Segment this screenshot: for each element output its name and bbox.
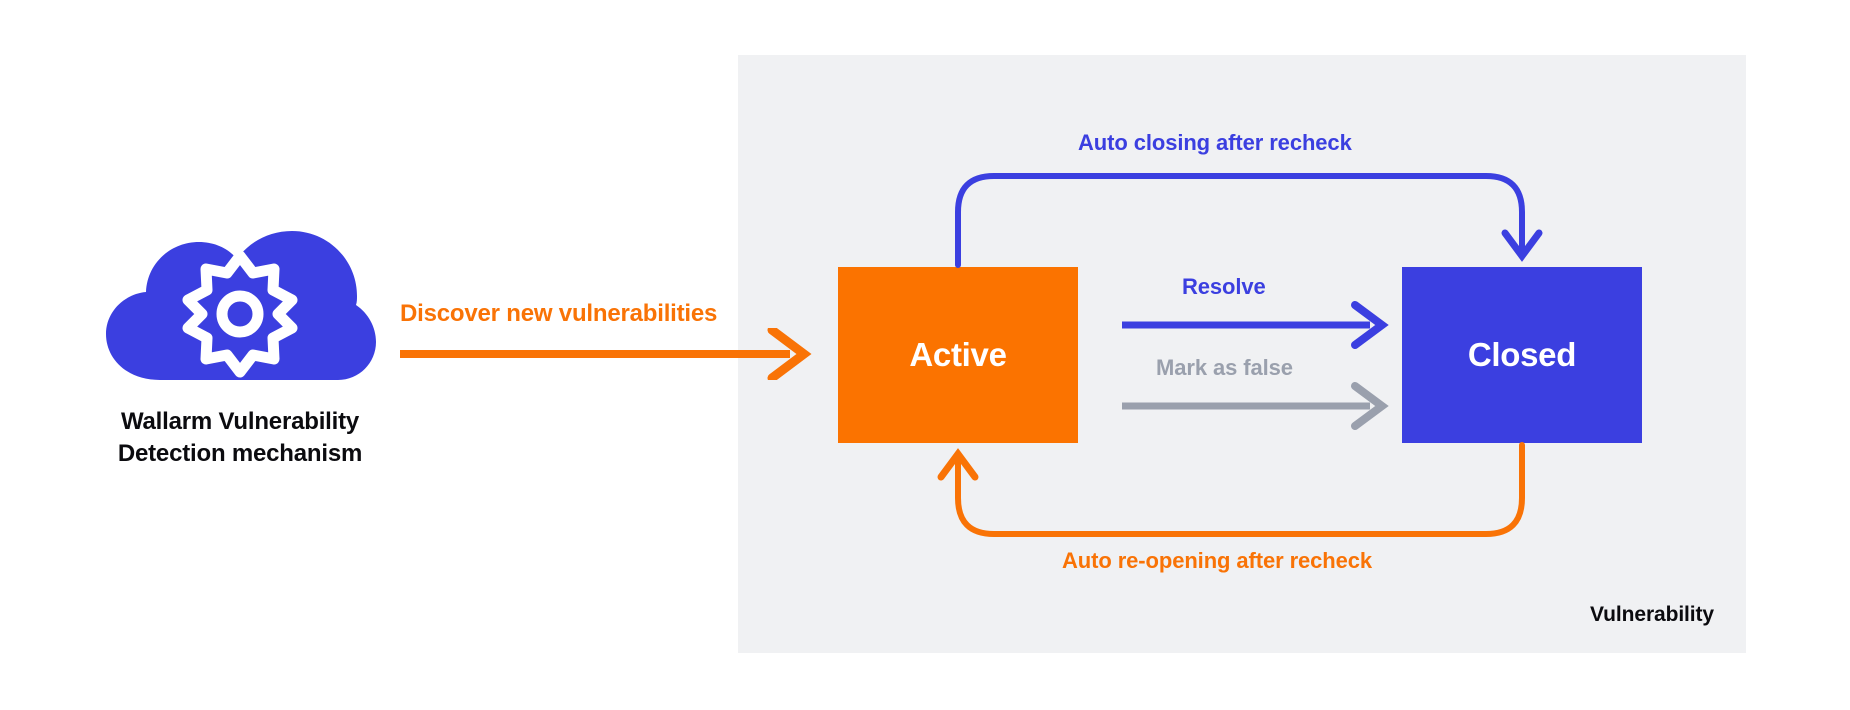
source-caption-line-2: Detection mechanism	[117, 440, 363, 467]
state-box-closed-label: Closed	[1467, 336, 1577, 373]
resolve-edge-label: Resolve	[1182, 274, 1266, 299]
cloud-gear-icon	[100, 228, 380, 388]
source-caption-line-1: Wallarm Vulnerability	[120, 408, 360, 435]
auto-reopening-edge-label: Auto re-opening after recheck	[1062, 548, 1373, 573]
state-box-active-label: Active	[909, 336, 1007, 373]
discover-arrow-icon	[398, 325, 818, 383]
discover-edge: Discover new vulnerabilities	[398, 300, 818, 383]
source-block: Wallarm Vulnerability Detection mechanis…	[100, 228, 380, 468]
discover-edge-label: Discover new vulnerabilities	[400, 300, 718, 327]
auto-closing-edge-label: Auto closing after recheck	[1078, 130, 1352, 155]
source-caption: Wallarm Vulnerability Detection mechanis…	[100, 406, 380, 470]
state-box-active[interactable]: Active	[838, 267, 1078, 443]
state-box-closed[interactable]: Closed	[1402, 267, 1642, 443]
mark-as-false-edge-label: Mark as false	[1156, 355, 1293, 380]
panel-caption-label: Vulnerability	[1590, 603, 1714, 626]
